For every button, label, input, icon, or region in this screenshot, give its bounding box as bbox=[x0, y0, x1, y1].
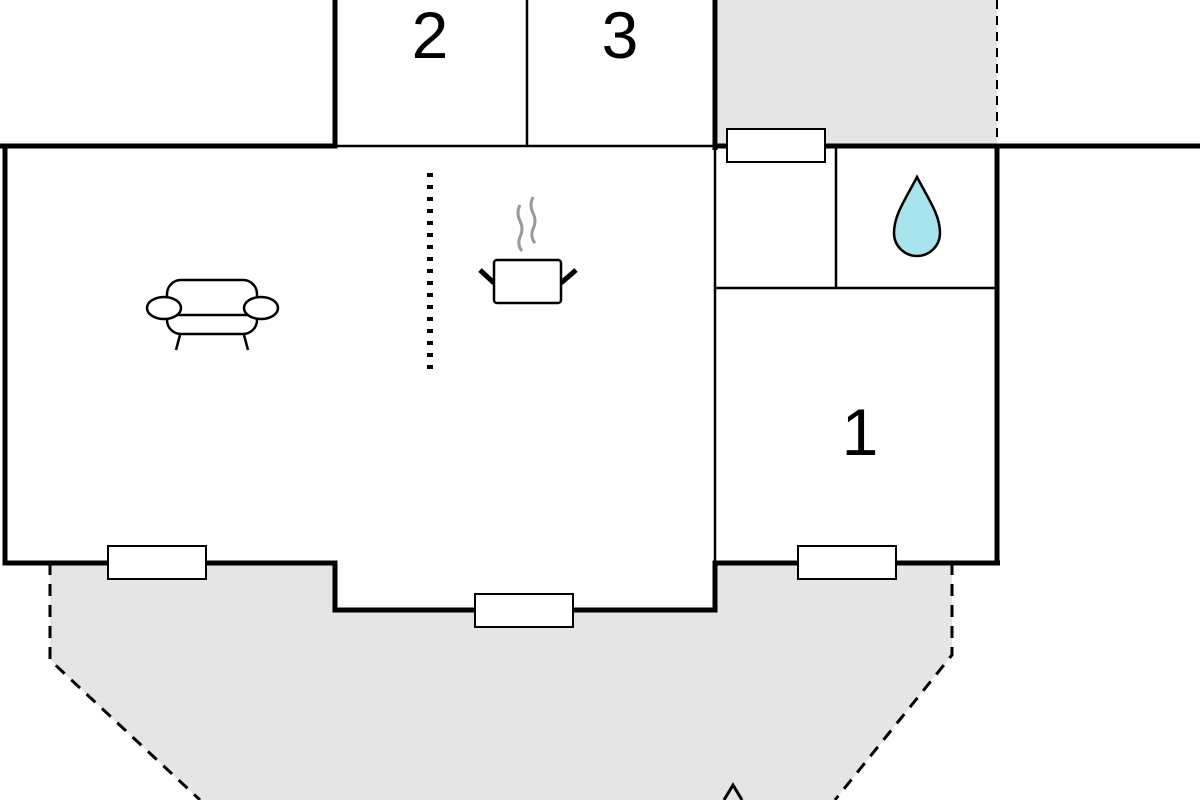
windows bbox=[107, 128, 897, 628]
terrace-bottom-edge-left bbox=[48, 563, 202, 800]
sofa-icon bbox=[145, 278, 280, 351]
interior bbox=[5, 146, 997, 610]
cooking-pot-icon bbox=[478, 196, 578, 305]
entrance-arrow-icon bbox=[722, 782, 744, 800]
terrace-bottom-edge-right bbox=[833, 563, 954, 800]
interior-walls bbox=[335, 0, 997, 563]
room-label-3: 3 bbox=[602, 0, 639, 72]
room-label-2: 2 bbox=[412, 0, 449, 72]
room-label-1: 1 bbox=[842, 395, 879, 469]
terrace-bottom bbox=[50, 563, 952, 800]
exterior-walls bbox=[0, 0, 1200, 613]
water-drop-icon bbox=[892, 174, 942, 258]
terrace-top bbox=[718, 0, 997, 145]
